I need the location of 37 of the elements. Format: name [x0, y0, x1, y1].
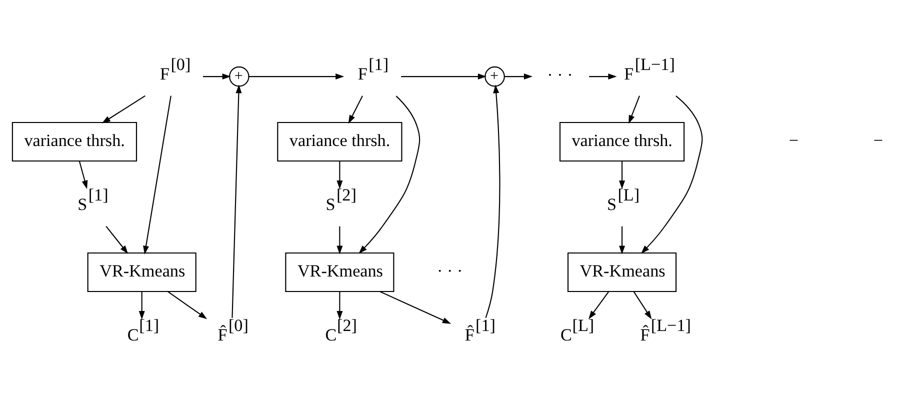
arrow — [633, 291, 652, 320]
arrow — [589, 74, 617, 80]
arrow — [628, 96, 640, 124]
node-box: VR-Kmeans — [285, 252, 394, 292]
arrow — [348, 96, 363, 124]
node-box: variance thrsh. — [277, 122, 402, 162]
arrow — [138, 292, 145, 320]
arrow — [504, 74, 533, 80]
node-box: VR-Kmeans — [567, 252, 677, 292]
arrow — [143, 96, 172, 254]
arrow — [78, 160, 88, 190]
node-box: variance thrsh. — [559, 122, 685, 162]
label: · · · — [437, 261, 463, 280]
arrow — [202, 74, 231, 80]
arrow — [640, 96, 703, 254]
arrow — [358, 96, 420, 254]
arrow — [106, 226, 128, 254]
arrow — [168, 291, 208, 320]
arrow — [336, 226, 343, 254]
arrow — [588, 291, 610, 320]
node-text: · · · — [547, 66, 573, 85]
arrow — [619, 226, 626, 254]
node-box: VR-Kmeans — [87, 252, 196, 292]
label: − — [873, 130, 883, 150]
label: − — [788, 130, 799, 150]
node-box: variance thrsh. — [12, 122, 138, 162]
arrow — [336, 292, 343, 320]
arrow — [232, 84, 242, 318]
node-circle: + — [484, 66, 505, 87]
arrow — [336, 161, 343, 190]
arrow — [249, 74, 344, 80]
arrow — [485, 84, 500, 318]
node-circle: + — [229, 66, 250, 87]
arrow — [380, 291, 452, 324]
arrow — [401, 74, 486, 80]
arrow — [619, 161, 626, 190]
arrow — [102, 95, 146, 124]
